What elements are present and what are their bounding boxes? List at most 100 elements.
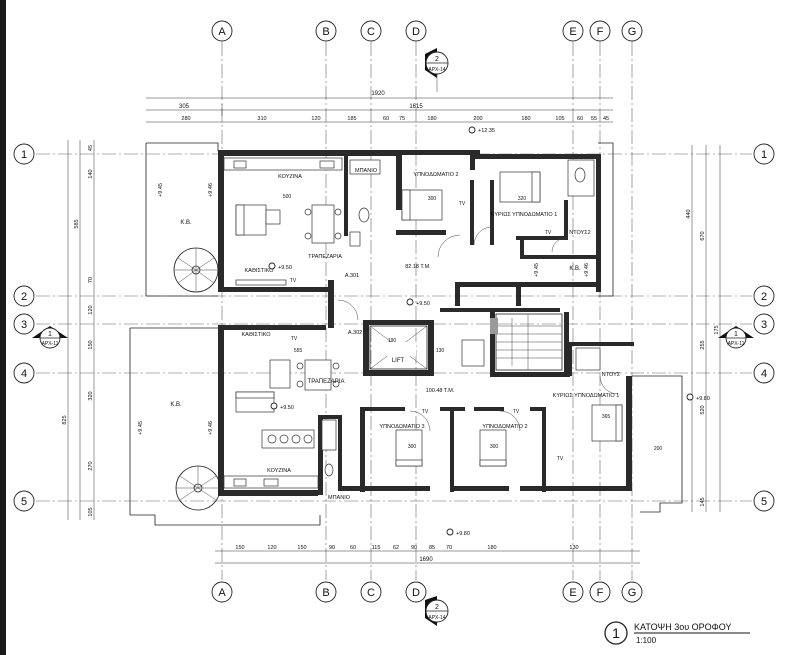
grid-label-b-top: B [322, 26, 329, 38]
grid-bubbles-left: 1 2 3 4 5 [13, 143, 35, 512]
section-bottom-ref: ΑΡΧ-14 [428, 615, 445, 621]
dim-500: 500 [283, 194, 292, 200]
dim-130: 130 [436, 348, 445, 354]
grid-label-1-right: 1 [761, 149, 767, 161]
section-marker-bottom: 2 ΑΡΧ-14 [425, 596, 449, 626]
title-scale: 1:100 [636, 636, 657, 645]
dim-555: 555 [294, 348, 303, 354]
grid-label-4-left: 4 [21, 368, 27, 380]
dim-left-8: 270 [88, 461, 94, 470]
label-bath-lower: ΜΠΑΝΙΟ [328, 495, 351, 501]
slab-outlines [129, 142, 683, 526]
label-tv-upper-2: TV [459, 201, 466, 207]
dim-left-5: 150 [88, 340, 94, 349]
grid-label-e-bottom: E [569, 587, 576, 599]
furniture-upper [223, 157, 595, 286]
grid-label-d-bottom: D [412, 587, 420, 599]
dim-top-6: 180 [427, 116, 436, 122]
walls-lower [218, 325, 634, 496]
level-veranda-3: +9.45 [138, 421, 144, 435]
label-area-upper: 82.18 Τ.Μ. [405, 264, 431, 270]
room-labels-lower: ΚΑΘΙΣΤΙΚΟ 555 TV ΤΡΑΠΕΖΑΡΙΑ Κ.Β. ΚΟΥΖΙΝΑ… [170, 332, 662, 501]
dim-bot-11: 130 [569, 545, 578, 551]
furniture-lower [223, 339, 623, 489]
lift-label: LIFT [392, 358, 405, 364]
dim-bot-6: 62 [393, 545, 399, 551]
label-master-lower: ΚΥΡΙΩΣ ΥΠΝΟΔΩΜΑΤΙΟ 1 [553, 393, 620, 399]
level-veranda-4: +9.46 [208, 421, 214, 435]
dim-top-9: 105 [555, 116, 564, 122]
grid-label-a-top: A [218, 26, 226, 38]
section-top-ref: ΑΡΧ-14 [428, 67, 445, 73]
grid-label-3-right: 3 [761, 319, 767, 331]
grid-lines [36, 42, 752, 580]
level-marker: +9.50 [268, 262, 292, 271]
label-living-upper: ΚΑΘΙΣΤΙΚΟ [244, 268, 274, 274]
label-dining-lower: ΤΡΑΠΕΖΑΡΙΑ [308, 379, 345, 385]
level-left-lower: +9.50 [280, 405, 294, 411]
dimension-bottom: 150 120 150 90 60 115 62 90 85 70 180 13… [215, 545, 640, 564]
label-tv-lower-4: TV [557, 456, 564, 462]
label-shower-lower: ΝΤΟΥΣ [602, 372, 621, 378]
title-number: 1 [612, 625, 620, 641]
level-marker: +9.50 [406, 298, 430, 307]
section-left-number: 1 [48, 331, 52, 338]
dim-right-3: 255 [700, 340, 706, 349]
label-bath-upper: ΜΠΑΝΙΟ [355, 168, 378, 174]
label-veranda-lower: Κ.Β. [170, 402, 182, 408]
door-swings [337, 226, 619, 432]
label-tv-upper-3: TV [545, 230, 552, 236]
level-stair-hall: +9.50 [416, 301, 430, 307]
label-kitchen-lower: ΚΟΥΖΙΝΑ [267, 468, 291, 474]
title-name: ΚΑΤΟΨΗ 3ου ΟΡΟΦΟΥ [634, 622, 732, 632]
grid-bubbles-right: 1 2 3 4 5 [753, 143, 775, 512]
walls-core [363, 312, 570, 377]
grid-label-c-top: C [367, 26, 375, 38]
label-kitchen-upper: ΚΟΥΖΙΝΑ [278, 174, 302, 180]
dim-left-0: 45 [88, 145, 94, 151]
grid-label-c-bottom: C [367, 587, 375, 599]
grid-label-f-bottom: F [597, 587, 604, 599]
level-veranda-2: +9.46 [208, 183, 214, 197]
dim-right-2: 175 [714, 325, 720, 334]
label-tv-lower-1: TV [291, 336, 298, 342]
dim-bot-2: 150 [297, 545, 306, 551]
label-dining-upper: ΤΡΑΠΕΖΑΡΙΑ [308, 254, 342, 260]
level-markers: +12.35 +9.50 +9.50 +9.50 +9.80 +9.80 +9.… [138, 126, 710, 537]
label-bedroom3-lower: ΥΠΝΟΔΩΜΑΤΙΟ 3 [379, 424, 424, 430]
level-kb-small-1: +9.45 [534, 263, 540, 277]
dim-right-4: 520 [700, 405, 706, 414]
grid-bubbles-bottom: A B C D E F G [211, 581, 643, 603]
section-right-number: 1 [734, 331, 738, 338]
label-door-a302: Α.302 [348, 330, 362, 336]
dim-top-0: 280 [181, 116, 190, 122]
spiral-stair-lower [175, 465, 221, 511]
dim-bot-3: 90 [329, 545, 335, 551]
dim-top-overall: 1920 [371, 91, 385, 97]
dim-bot-9: 70 [446, 545, 452, 551]
dim-300-lower-1: 300 [408, 444, 417, 450]
dim-right-1: 670 [700, 231, 706, 240]
level-marker: +9.50 [270, 402, 294, 411]
grid-label-a-bottom: A [218, 587, 226, 599]
dim-bot-10: 180 [487, 545, 496, 551]
grid-label-f-top: F [597, 26, 604, 38]
grid-label-4-right: 4 [761, 368, 767, 380]
dim-top-7: 200 [473, 116, 482, 122]
level-kb-small-2: +9.46 [584, 263, 590, 277]
dim-300-upper: 300 [428, 196, 437, 202]
dim-bot-4: 60 [350, 545, 356, 551]
lift-shaft: LIFT 190 [369, 325, 428, 370]
dim-top-5: 75 [399, 116, 405, 122]
grid-label-5-left: 5 [21, 496, 27, 508]
label-kb-small: Κ.Β. [569, 266, 581, 272]
dim-bot-7: 90 [411, 545, 417, 551]
spiral-stair-upper [173, 247, 219, 293]
label-door-a301: Α.301 [345, 273, 359, 279]
label-tv-lower-2: TV [422, 409, 429, 415]
dim-left-3: 70 [88, 277, 94, 283]
label-bedroom2-lower: ΥΠΝΟΔΩΜΑΤΙΟ 2 [482, 424, 527, 430]
dim-top-1: 310 [257, 116, 266, 122]
main-staircase [490, 313, 563, 371]
dim-bot-1: 120 [267, 545, 276, 551]
